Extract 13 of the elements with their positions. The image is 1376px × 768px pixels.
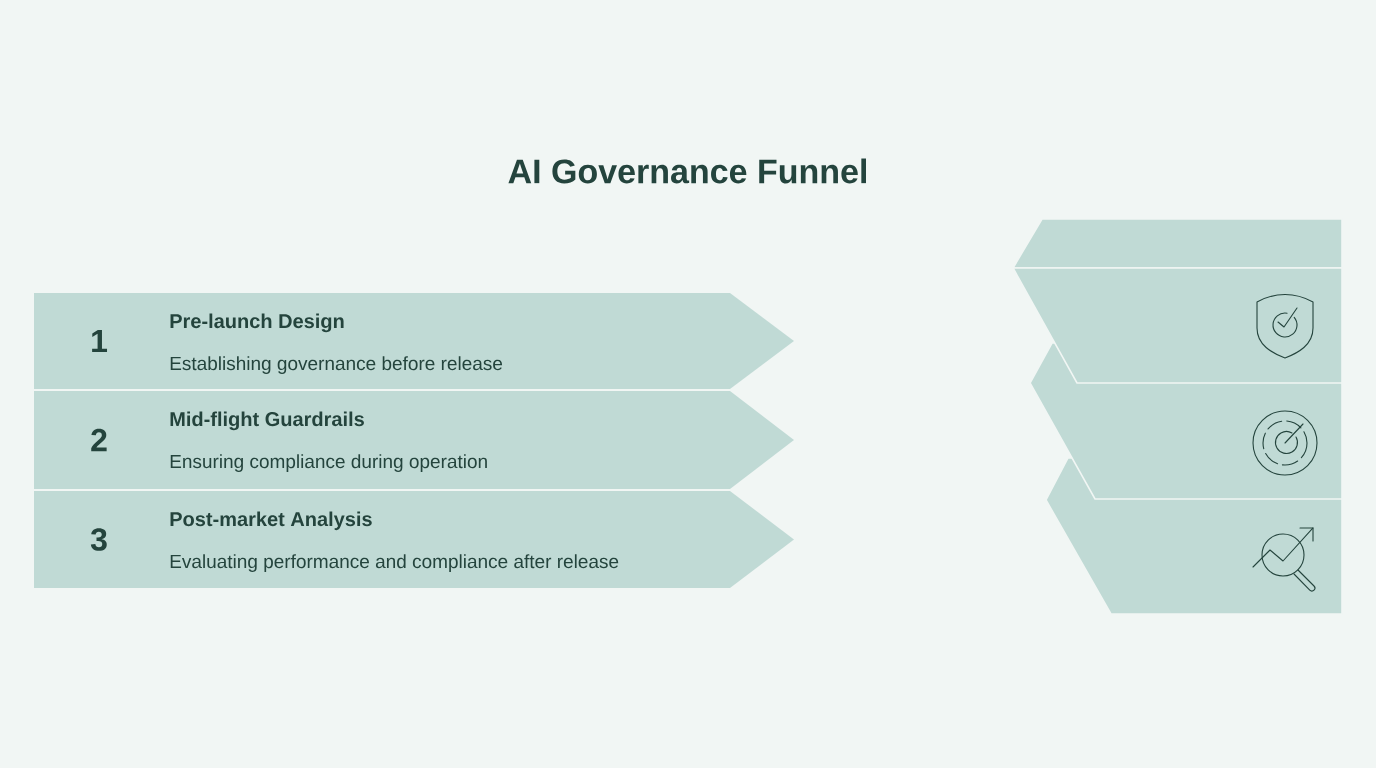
node-label: Mid-flight Guardrails bbox=[170, 411, 364, 431]
node-label: Evaluating performance and compliance after release bbox=[170, 554, 619, 572]
step-band: 2 Mid-flight Guardrails Ensuring compliance during operation bbox=[34, 391, 794, 489]
node-label: Establishing governance before release bbox=[170, 356, 503, 374]
node-label: 2 bbox=[91, 428, 107, 452]
title: AI Governance Funnel bbox=[508, 158, 866, 184]
node-label: 3 bbox=[90, 528, 107, 551]
step-band: 3 Post-market Analysis Evaluating performance and compliance after release bbox=[34, 491, 794, 588]
step-band: 1 Pre-launch Design Establishing governance before release bbox=[34, 293, 794, 389]
node-label: 1 bbox=[92, 330, 108, 352]
node-label: Post-market Analysis bbox=[170, 511, 372, 531]
node-label: Ensuring compliance during operation bbox=[170, 454, 487, 472]
node-label: Pre-launch Design bbox=[170, 313, 344, 333]
